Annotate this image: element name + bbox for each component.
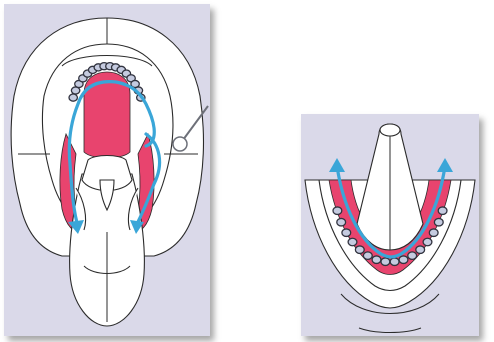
- tooth: [363, 252, 372, 259]
- tooth: [423, 238, 432, 245]
- tooth: [342, 229, 351, 236]
- tooth: [399, 256, 408, 263]
- dental-probe-ball: [173, 137, 187, 151]
- tooth: [390, 258, 399, 265]
- tooth: [438, 207, 447, 214]
- tooth: [381, 258, 390, 265]
- tooth: [337, 218, 346, 225]
- upper-jaw-figure-panel: [4, 4, 210, 336]
- tooth: [372, 256, 381, 263]
- tooth: [434, 218, 443, 225]
- tooth: [348, 238, 357, 245]
- tongue-tip: [380, 124, 400, 136]
- upper-jaw-diagram: [4, 4, 210, 336]
- tooth: [355, 246, 364, 253]
- tooth: [69, 94, 77, 101]
- tooth: [333, 207, 342, 214]
- tooth: [416, 246, 425, 253]
- lower-jaw-figure-panel: [301, 114, 479, 336]
- tooth: [408, 252, 417, 259]
- tooth: [429, 229, 438, 236]
- lower-jaw-diagram: [301, 114, 479, 336]
